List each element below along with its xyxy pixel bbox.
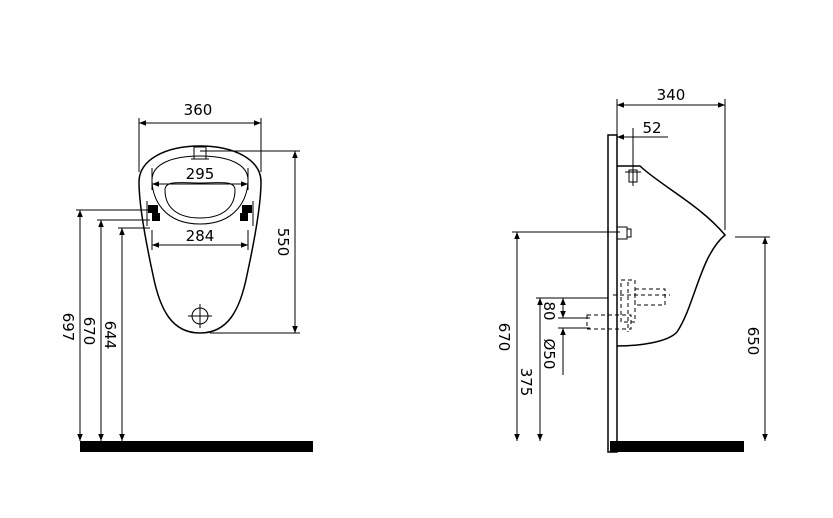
side-dim-670-label: 670 (495, 323, 513, 352)
front-urinal-rim (151, 155, 249, 225)
front-dim-bowl-label: 295 (186, 165, 215, 183)
side-dim-offset-label: 52 (642, 119, 661, 137)
side-dim-depth-label: 340 (657, 86, 686, 104)
front-drain-outlet (188, 304, 212, 328)
front-bowl-opening (164, 182, 236, 219)
side-dim-diameter-label: Ø50 (540, 339, 558, 370)
front-fixing-bracket-left (146, 201, 160, 226)
side-urinal-body (616, 165, 727, 347)
front-dim-644-label: 644 (101, 321, 119, 350)
front-dim-height-label: 550 (274, 228, 292, 257)
side-wall (607, 134, 618, 453)
side-outlet-fitting (586, 279, 670, 332)
front-dim-697-label: 697 (59, 313, 77, 342)
side-dim-80-label: 80 (540, 301, 558, 320)
side-top-inlet (625, 166, 641, 186)
front-dim-width-label: 360 (184, 101, 213, 119)
side-inlet-fitting (616, 226, 632, 240)
front-floor (80, 441, 313, 452)
side-floor (610, 441, 744, 452)
side-dim-375-label: 375 (517, 368, 535, 397)
side-view: 340 52 670 80 Ø50 375 650 (495, 86, 770, 453)
front-fixing-bracket-right (240, 201, 254, 226)
front-dim-670-label: 670 (80, 317, 98, 346)
front-inlet-connector (193, 146, 207, 160)
side-dim-650-label: 650 (744, 327, 762, 356)
front-view: 360 295 284 550 697 670 644 (59, 101, 313, 452)
front-urinal-body (138, 145, 262, 334)
front-dim-fixing-label: 284 (186, 227, 215, 245)
